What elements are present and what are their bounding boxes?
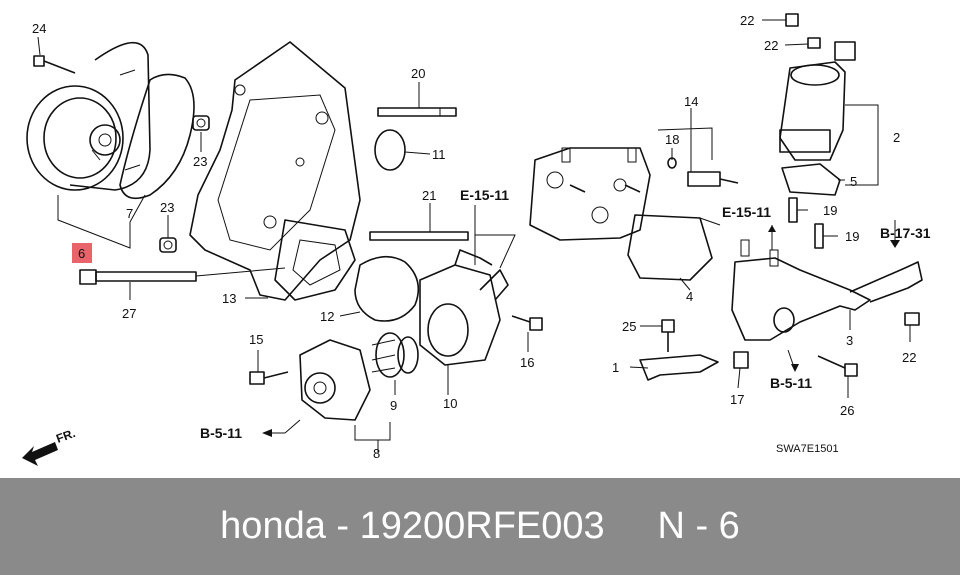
callout-21: 21 <box>422 188 436 203</box>
callout-23-lower: 23 <box>160 200 174 215</box>
ref-b-5-11-right[interactable]: B-5-11 <box>770 375 812 391</box>
callout-19-lower: 19 <box>845 229 859 244</box>
callout-2: 2 <box>893 130 900 145</box>
ref-e-15-11-top[interactable]: E-15-11 <box>460 187 509 203</box>
callout-8: 8 <box>373 446 380 461</box>
callout-22-right: 22 <box>902 350 916 365</box>
callout-13: 13 <box>222 291 236 306</box>
water-pump-drawing <box>26 41 151 191</box>
callout-24: 24 <box>32 21 46 36</box>
gasket-5-drawing <box>781 163 841 196</box>
nut-22-right-drawing <box>904 312 920 326</box>
footer-part-number: honda - 19200RFE003 N - 6 <box>220 505 740 547</box>
callout-3: 3 <box>846 333 853 348</box>
leader-lines <box>37 19 911 452</box>
callout-17: 17 <box>730 392 744 407</box>
callout-22-top: 22 <box>740 13 754 28</box>
bracket-1-drawing <box>639 319 719 381</box>
ref-b-17-31[interactable]: B-17-31 <box>880 225 931 241</box>
stud-19-lower-drawing <box>814 223 824 249</box>
callout-26: 26 <box>840 403 854 418</box>
bolt-27-drawing <box>79 269 197 285</box>
ref-e-15-11-mid[interactable]: E-15-11 <box>722 204 771 220</box>
callout-22-second: 22 <box>764 38 778 53</box>
egr-valve-2-drawing <box>779 41 856 161</box>
callout-6: 6 <box>78 246 85 261</box>
housing-bracket-drawing <box>189 41 361 301</box>
callout-18: 18 <box>665 132 679 147</box>
callout-16: 16 <box>520 355 534 370</box>
callout-25: 25 <box>622 319 636 334</box>
callout-9: 9 <box>390 398 397 413</box>
thermostat-housing-10-drawing <box>419 249 509 366</box>
callout-15: 15 <box>249 332 263 347</box>
callout-10: 10 <box>443 396 457 411</box>
front-label: FR. <box>54 426 77 446</box>
callout-numbers: 24 7 6 23 23 27 13 20 11 21 12 10 16 15 … <box>32 13 916 461</box>
callout-11: 11 <box>432 147 446 162</box>
stud-21-drawing <box>369 231 469 241</box>
stud-20-drawing <box>377 107 457 117</box>
reference-labels: E-15-11 E-15-11 B-17-31 B-5-11 B-5-11 FR… <box>54 187 931 455</box>
bolt-17-drawing <box>733 351 749 369</box>
reference-arrows <box>262 220 900 437</box>
thermostat-9-drawing <box>371 332 419 378</box>
sensor-14-drawing <box>687 171 739 187</box>
nut-22-second-drawing <box>807 37 821 49</box>
bolt-15-drawing <box>249 371 289 385</box>
pump-gasket-7-drawing <box>119 73 195 200</box>
callout-5: 5 <box>850 174 857 189</box>
callout-6-highlight <box>72 243 92 263</box>
gasket-12-drawing <box>354 255 420 322</box>
callout-1: 1 <box>612 360 619 375</box>
bolt-26-drawing <box>817 355 858 377</box>
callout-7: 7 <box>126 206 133 221</box>
nut-22-top-drawing <box>785 13 799 27</box>
stud-19-upper-drawing <box>788 197 798 223</box>
callout-19-upper: 19 <box>823 203 837 218</box>
callout-14: 14 <box>684 94 698 109</box>
water-pipe-3-drawing <box>731 239 923 341</box>
bolt-24-drawing <box>33 55 76 74</box>
ref-b-5-11-left[interactable]: B-5-11 <box>200 425 242 441</box>
callout-27: 27 <box>122 306 136 321</box>
o-ring-11-drawing <box>374 129 406 171</box>
nut-23-upper-drawing <box>192 115 210 131</box>
thermostat-cover-8-drawing <box>299 339 371 421</box>
egr-flange-drawing <box>529 147 651 241</box>
callout-4: 4 <box>686 289 693 304</box>
footer-banner: honda - 19200RFE003 N - 6 <box>0 478 960 575</box>
callout-20: 20 <box>411 66 425 81</box>
nut-23-lower-drawing <box>159 237 177 253</box>
front-direction-arrow <box>22 442 58 466</box>
exploded-parts-diagram: 24 7 6 23 23 27 13 20 11 21 12 10 16 15 … <box>22 13 931 466</box>
callout-12: 12 <box>320 309 334 324</box>
callout-23-upper: 23 <box>193 154 207 169</box>
diagram-code: SWA7E1501 <box>776 443 839 455</box>
bolt-16-drawing <box>511 315 543 331</box>
